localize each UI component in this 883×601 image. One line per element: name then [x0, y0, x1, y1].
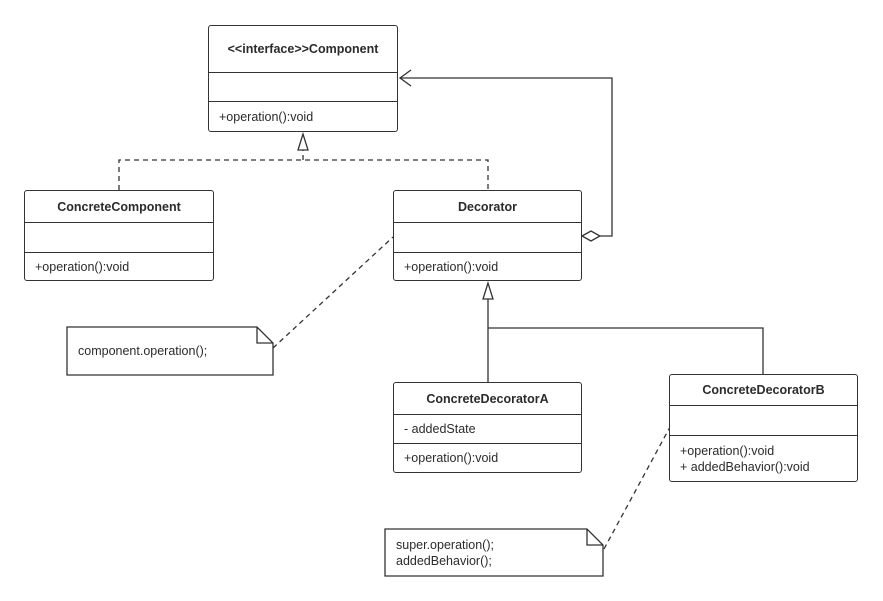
- note-anchor-decorator-b: [603, 426, 671, 550]
- class-decorator[interactable]: Decorator +operation():void: [393, 190, 582, 281]
- attributes-compartment: [209, 73, 397, 102]
- class-concrete-decorator-a[interactable]: ConcreteDecoratorA - addedState +operati…: [393, 382, 582, 473]
- operation: +operation():void: [404, 259, 499, 274]
- class-concrete-decorator-b[interactable]: ConcreteDecoratorB +operation():void + a…: [669, 374, 858, 482]
- operation: +operation():void: [404, 451, 499, 465]
- operation: + addedBehavior():void: [680, 459, 810, 474]
- realization-arrowhead: [297, 131, 309, 151]
- note-text: super.operation();: [396, 537, 494, 552]
- class-concrete-component[interactable]: ConcreteComponent +operation():void: [24, 190, 214, 281]
- operation: +operation():void: [219, 109, 314, 124]
- aggregation-diamond: [580, 230, 602, 242]
- class-name: ConcreteDecoratorB: [670, 375, 857, 406]
- class-name: ConcreteComponent: [25, 191, 213, 223]
- operation: +operation():void: [680, 443, 775, 458]
- class-name: Decorator: [394, 191, 581, 223]
- generalization-connector: [487, 299, 764, 382]
- operations-compartment: +operation():void: [209, 102, 397, 131]
- aggregation-open-arrowhead: [398, 69, 412, 87]
- note-shape-decorator: [66, 326, 274, 376]
- note-decorator[interactable]: component.operation();: [68, 328, 258, 374]
- class-name: ConcreteDecoratorA: [394, 383, 581, 415]
- attributes-compartment: - addedState: [394, 415, 581, 444]
- operations-compartment: +operation():void: [394, 253, 581, 280]
- class-component[interactable]: <<interface>>Component +operation():void: [208, 25, 398, 132]
- note-shape-decorator-b: [384, 528, 604, 577]
- note-text: component.operation();: [78, 344, 208, 358]
- aggregation-connector: [400, 77, 613, 237]
- generalization-arrowhead: [482, 280, 494, 300]
- attributes-compartment: [25, 223, 213, 253]
- attribute: - addedState: [404, 422, 476, 436]
- attributes-compartment: [670, 406, 857, 436]
- operations-compartment: +operation():void: [25, 253, 213, 280]
- operations-compartment: +operation():void + addedBehavior():void: [670, 436, 857, 481]
- operation: +operation():void: [35, 259, 130, 274]
- note-decorator-b[interactable]: super.operation(); addedBehavior();: [386, 530, 586, 575]
- note-text: addedBehavior();: [396, 553, 492, 568]
- class-name: <<interface>>Component: [209, 26, 397, 73]
- operations-compartment: +operation():void: [394, 444, 581, 472]
- attributes-compartment: [394, 223, 581, 253]
- realization-connector: [118, 150, 489, 190]
- note-anchor-decorator: [272, 236, 394, 349]
